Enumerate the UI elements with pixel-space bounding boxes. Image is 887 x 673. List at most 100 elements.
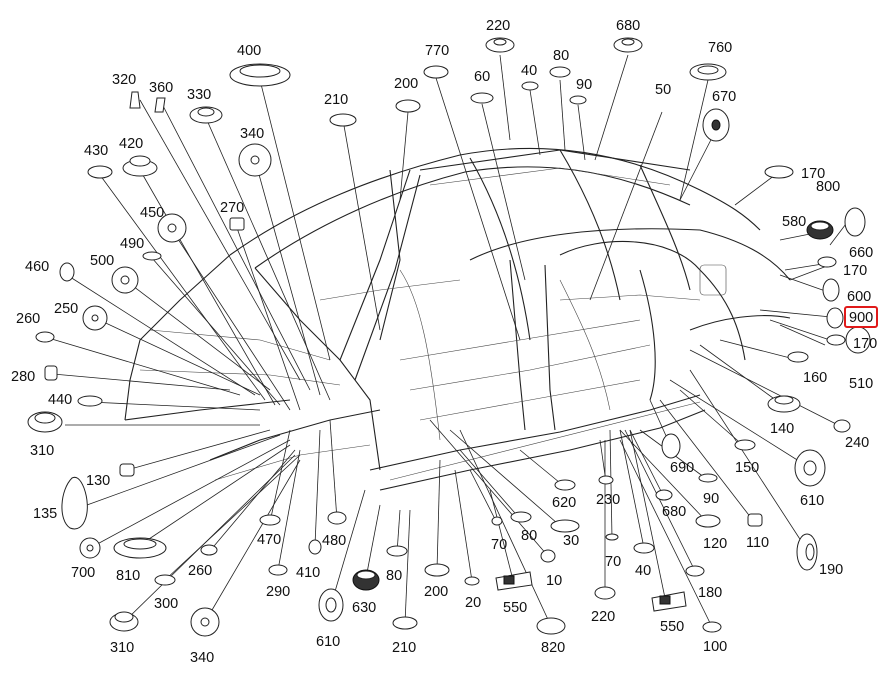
callout: 620 (552, 495, 576, 511)
plug-icon (655, 489, 673, 501)
callout: 580 (782, 214, 806, 230)
callout: 310 (30, 443, 54, 459)
disc-plug-icon (822, 278, 840, 302)
callout: 80 (553, 48, 569, 64)
disc-plug-icon (661, 433, 681, 459)
plug-icon (329, 113, 357, 127)
callout: 820 (541, 640, 565, 656)
callout: 220 (591, 609, 615, 625)
callout: 70 (491, 537, 507, 553)
car-body-structure (124, 147, 791, 491)
callout: 660 (849, 245, 873, 261)
callout: 800 (816, 179, 840, 195)
callout: 190 (819, 562, 843, 578)
plug-icon (424, 563, 450, 577)
disc-plug-icon (702, 108, 730, 142)
callout: 80 (386, 568, 402, 584)
callout: 160 (803, 370, 827, 386)
cap-plug-icon (27, 411, 63, 433)
plug-icon (491, 516, 503, 526)
gasket-ring-icon (61, 476, 88, 530)
callout: 460 (25, 259, 49, 275)
callout: 300 (154, 596, 178, 612)
callout: 20 (465, 595, 481, 611)
cap-plug-icon (122, 155, 158, 177)
plug-icon (833, 419, 851, 433)
parts (27, 37, 871, 637)
callout: 200 (424, 584, 448, 600)
plug-icon (598, 475, 614, 485)
grommet-icon (689, 63, 727, 81)
callout: 135 (33, 506, 57, 522)
callout: 450 (140, 205, 164, 221)
callout: 340 (240, 126, 264, 142)
plug-icon (764, 165, 794, 179)
callout: 130 (86, 473, 110, 489)
bracket-icon (651, 591, 687, 612)
callout: 500 (90, 253, 114, 269)
callout: 220 (486, 18, 510, 34)
oval-plug-icon (229, 63, 291, 87)
callout: 700 (71, 565, 95, 581)
plug-icon (392, 616, 418, 630)
callout: 100 (703, 639, 727, 655)
plug-icon (386, 545, 408, 557)
plug-icon (308, 539, 322, 555)
clip-icon (129, 91, 141, 109)
plug-icon (521, 81, 539, 91)
plug-icon (485, 37, 515, 53)
callout: 260 (16, 311, 40, 327)
plug-icon (154, 574, 176, 586)
disc-plug-icon (238, 143, 272, 177)
callout: 810 (116, 568, 140, 584)
plug-icon (510, 511, 532, 523)
callout: 70 (605, 554, 621, 570)
plug-icon (77, 395, 103, 407)
oval-plug-icon (113, 537, 167, 559)
plug-icon (594, 586, 616, 600)
plug-icon (464, 576, 480, 586)
callout: 30 (563, 533, 579, 549)
callout: 680 (616, 18, 640, 34)
callout: 430 (84, 143, 108, 159)
plug-icon (734, 439, 756, 451)
disc-plug-icon (190, 607, 220, 637)
callout: 290 (266, 584, 290, 600)
plug-icon (817, 256, 837, 268)
callout: 40 (521, 63, 537, 79)
plug-icon (87, 165, 113, 179)
highlight-box (844, 306, 878, 328)
callout: 310 (110, 640, 134, 656)
plug-icon (327, 511, 347, 525)
disc-plug-icon (82, 305, 108, 331)
plug-icon (767, 395, 801, 413)
callout: 470 (257, 532, 281, 548)
callout: 610 (316, 634, 340, 650)
plug-icon (189, 106, 223, 124)
plug-icon (613, 37, 643, 53)
callout: 150 (735, 460, 759, 476)
clip-icon (119, 463, 135, 477)
callout: 330 (187, 87, 211, 103)
callout: 120 (703, 536, 727, 552)
plug-icon (549, 66, 571, 78)
callout: 180 (698, 585, 722, 601)
callout: 600 (847, 289, 871, 305)
callout: 760 (708, 40, 732, 56)
callout: 280 (11, 369, 35, 385)
clip-icon (44, 365, 58, 381)
disc-plug-icon (79, 537, 101, 559)
callout: 900 (849, 310, 873, 326)
disc-plug-icon (59, 262, 75, 282)
callout: 770 (425, 43, 449, 59)
plug-icon (554, 479, 576, 491)
callout: 240 (845, 435, 869, 451)
plug-icon (605, 533, 619, 541)
callout: 60 (474, 69, 490, 85)
callout: 480 (322, 533, 346, 549)
disc-plug-icon (318, 588, 344, 622)
callout: 230 (596, 492, 620, 508)
plug-icon (698, 473, 718, 483)
callout: 140 (770, 421, 794, 437)
leader-lines (44, 54, 856, 628)
